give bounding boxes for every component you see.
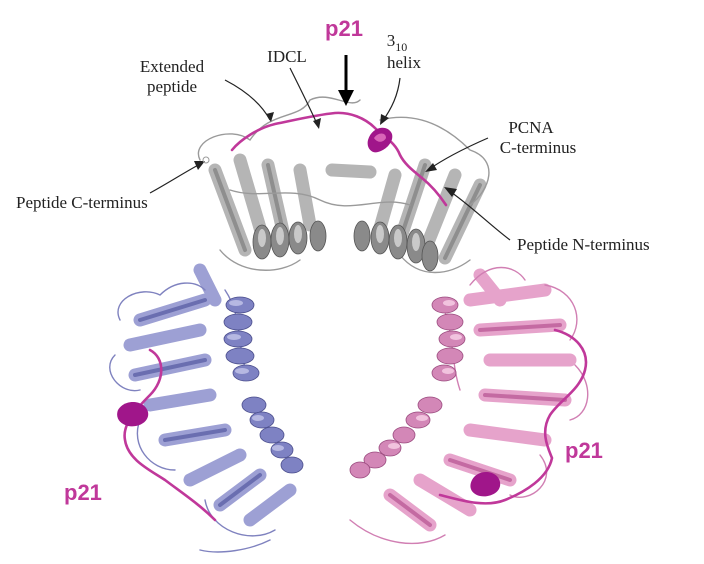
label-310-helix-line2: helix xyxy=(387,53,421,72)
label-extended-peptide-line1: Extended xyxy=(140,57,205,76)
label-peptide-nterm: Peptide N-terminus xyxy=(517,235,650,254)
annotation-pointers xyxy=(150,55,510,240)
label-310-helix-line1: 310 xyxy=(387,31,408,54)
label-p21-top: p21 xyxy=(325,16,363,41)
labels: p21 p21 p21 Extended peptide IDCL 310 he… xyxy=(16,16,650,505)
label-pcna-cterm-line2: C-terminus xyxy=(500,138,577,157)
pcna-subunit-top xyxy=(198,97,489,272)
label-p21-left: p21 xyxy=(64,480,102,505)
label-310-sub: 10 xyxy=(395,40,407,54)
p21-helix-left xyxy=(117,402,148,426)
label-310-main: 3 xyxy=(387,31,396,50)
label-pcna-cterm-line1: PCNA xyxy=(508,118,554,137)
label-p21-right: p21 xyxy=(565,438,603,463)
p21-helix-right xyxy=(470,472,500,496)
label-extended-peptide-line2: peptide xyxy=(147,77,197,96)
label-idcl: IDCL xyxy=(267,47,307,66)
label-peptide-cterm: Peptide C-terminus xyxy=(16,193,148,212)
